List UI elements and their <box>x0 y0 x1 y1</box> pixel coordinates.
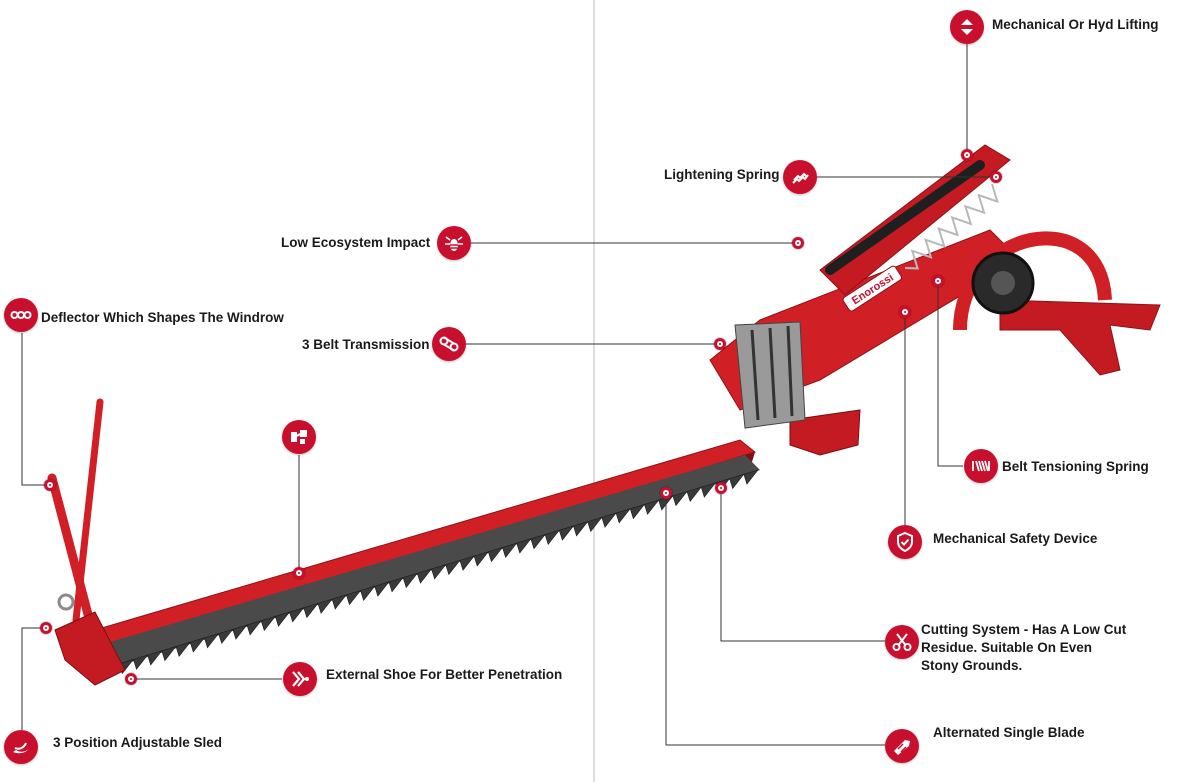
label-belt-tensioning: Belt Tensioning Spring <box>1002 459 1149 474</box>
label-cutting-system: Cutting System - Has A Low Cut Residue. … <box>921 622 1127 673</box>
pulley-hub <box>991 271 1015 295</box>
blade-tooth <box>303 602 319 619</box>
label-deflector: Deflector Which Shapes The Windrow <box>41 310 284 325</box>
blade-tooth <box>573 521 589 537</box>
blade-tooth <box>331 594 348 610</box>
guard-line-3 <box>786 325 794 417</box>
blade-tooth <box>402 572 419 589</box>
blade-tooth <box>743 469 759 485</box>
spring-coil-path <box>904 183 999 270</box>
label-alternated-blade: Alternated Single Blade <box>933 725 1085 740</box>
blade-teeth <box>104 469 759 679</box>
blade-tooth <box>374 581 390 597</box>
coil-spring-icon <box>964 449 998 483</box>
blade-tooth <box>360 585 376 602</box>
blade-tooth <box>686 486 703 503</box>
label-safety-device: Mechanical Safety Device <box>933 531 1098 546</box>
gearbox-icon <box>282 420 316 454</box>
anchor-dot <box>961 149 973 161</box>
blade-tooth <box>729 473 745 490</box>
blade-tooth <box>345 589 362 606</box>
leader-deflector <box>21 333 50 486</box>
blade-tooth <box>189 637 206 653</box>
blade-tooth <box>601 512 617 528</box>
circles-icon <box>4 298 38 332</box>
hitch-arch <box>953 231 1112 331</box>
inner-shoe <box>789 409 861 456</box>
blade-tooth <box>587 516 603 533</box>
label-mech-lifting: Mechanical Or Hyd Lifting <box>992 17 1159 32</box>
blade-tooth <box>246 620 262 636</box>
spring-coil <box>904 183 999 270</box>
guard-line-2 <box>768 327 777 419</box>
blade-tooth <box>133 654 149 670</box>
blade-tooth <box>161 645 177 662</box>
anchor-dot <box>660 487 672 499</box>
blade-tooth <box>274 611 291 627</box>
scissors-icon <box>885 625 919 659</box>
blade-tooth <box>317 598 333 614</box>
blade-tooth <box>700 482 717 498</box>
leader-lines <box>21 44 995 746</box>
anchor-dot <box>293 567 305 579</box>
blade-tooth <box>487 546 504 563</box>
blade-tooth <box>615 508 632 524</box>
blade-tooth <box>175 641 191 657</box>
blade-tooth <box>260 615 277 632</box>
blade-tooth <box>530 534 546 550</box>
blade-tooth <box>544 529 561 546</box>
leader-adjustable-sled <box>21 627 46 730</box>
leader-alternated-blade <box>665 493 885 746</box>
guard-line-1 <box>750 329 760 421</box>
anchor-dot <box>792 237 804 249</box>
blade-tooth <box>203 633 220 649</box>
blade-tooth <box>558 525 575 541</box>
spring-icon <box>783 160 817 194</box>
blade-icon <box>885 729 919 763</box>
blade-tooth <box>459 555 475 571</box>
blade-tooth <box>218 628 234 645</box>
blade-tooth <box>473 551 490 567</box>
label-belt-transmission: 3 Belt Transmission <box>302 337 430 352</box>
anchor-dot <box>990 171 1002 183</box>
sled-spring <box>57 593 75 611</box>
blade-strip <box>100 455 760 670</box>
up-down-arrows-icon <box>950 10 984 44</box>
shoe-arrow-icon <box>283 662 317 696</box>
blade-tooth <box>445 559 461 576</box>
shield-check-icon <box>888 525 922 559</box>
sled-icon <box>4 730 38 764</box>
anchor-dot <box>714 338 726 350</box>
label-adjustable-sled: 3 Position Adjustable Sled <box>53 735 223 750</box>
blade-tooth <box>672 490 688 507</box>
anchor-dot <box>932 275 944 287</box>
lift-rod <box>825 160 985 275</box>
anchor-dot <box>44 479 56 491</box>
blade-tooth <box>431 564 447 580</box>
blade-tooth <box>629 503 646 520</box>
label-external-shoe: External Shoe For Better Penetration <box>326 667 563 682</box>
blade-tooth <box>644 499 660 515</box>
anchor-dot <box>715 482 727 494</box>
anchor-dot <box>40 622 52 634</box>
leader-belt-tensioning <box>937 281 963 467</box>
label-lightening-spring: Lightening Spring <box>664 167 780 182</box>
blade-tooth <box>147 650 163 666</box>
hitch-arms <box>999 299 1161 376</box>
blade-tooth <box>416 568 433 584</box>
anchor-dot <box>125 673 137 685</box>
blade-tooth <box>516 538 532 554</box>
blade-tooth <box>289 607 305 623</box>
belt-pulley-icon <box>432 327 466 361</box>
bee-icon <box>437 226 471 260</box>
label-low-ecosystem: Low Ecosystem Impact <box>281 235 431 250</box>
blade-tooth <box>502 542 518 558</box>
leader-cutting-system <box>720 488 885 642</box>
blade-tooth <box>232 624 248 640</box>
mower-illustration: Enorossi <box>47 144 1161 686</box>
blade-tooth <box>388 577 404 593</box>
outer-shoe <box>54 611 126 686</box>
anchor-dot <box>899 306 911 318</box>
